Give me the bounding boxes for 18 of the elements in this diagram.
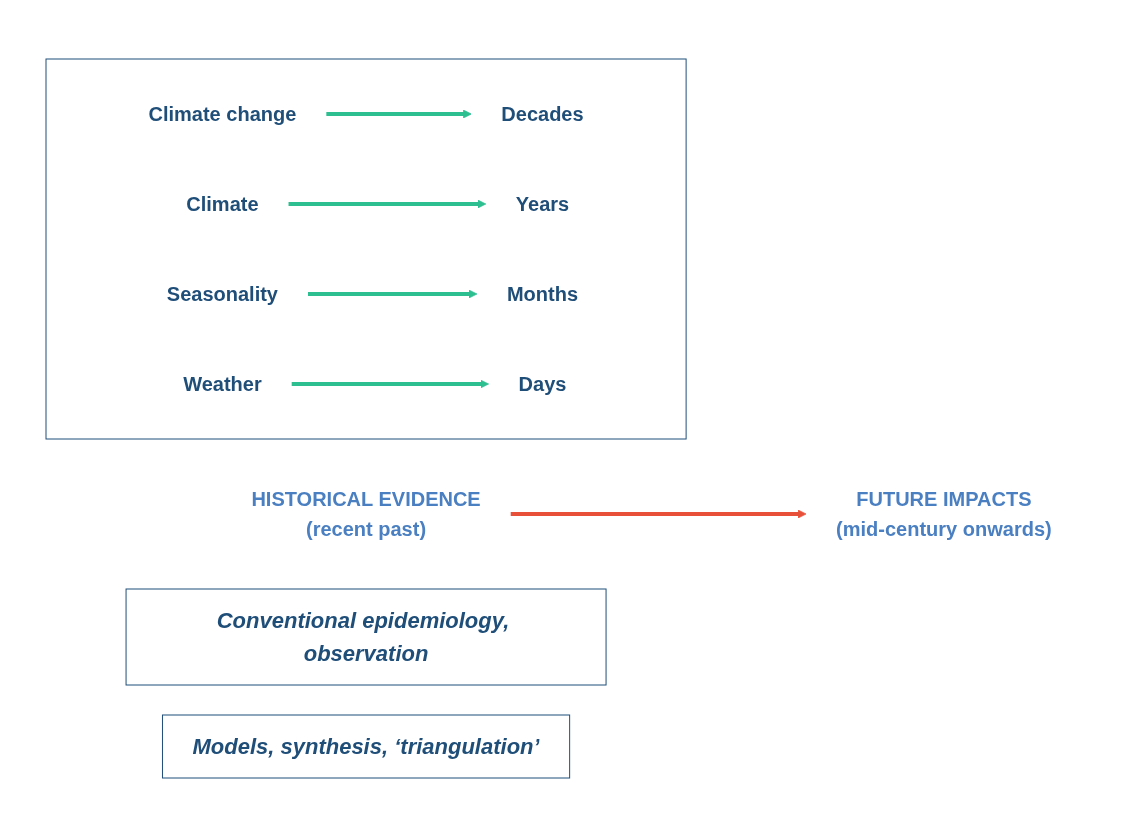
node-text: HISTORICAL EVIDENCE (recent past): [251, 487, 481, 540]
node-text: Seasonality: [166, 282, 279, 305]
arrow: [288, 199, 487, 208]
node-box: Conventional epidemiology, observation: [125, 588, 607, 685]
arrow: [308, 289, 478, 298]
node-text: Climate: [186, 192, 259, 215]
cluster: [45, 58, 687, 439]
node-text: Decades: [501, 102, 584, 125]
arrow: [326, 109, 472, 118]
node-text: Climate change: [148, 102, 297, 125]
node-text: Years: [515, 192, 570, 215]
node-text: Weather: [183, 372, 262, 395]
node-text: FUTURE IMPACTS (mid-century onwards): [836, 487, 1052, 540]
arrow: [291, 379, 490, 388]
node-text: Months: [507, 282, 579, 305]
arrow: [510, 509, 807, 518]
node-box: Models, synthesis, ‘triangulation’: [162, 714, 571, 778]
node-text: Days: [518, 372, 567, 395]
